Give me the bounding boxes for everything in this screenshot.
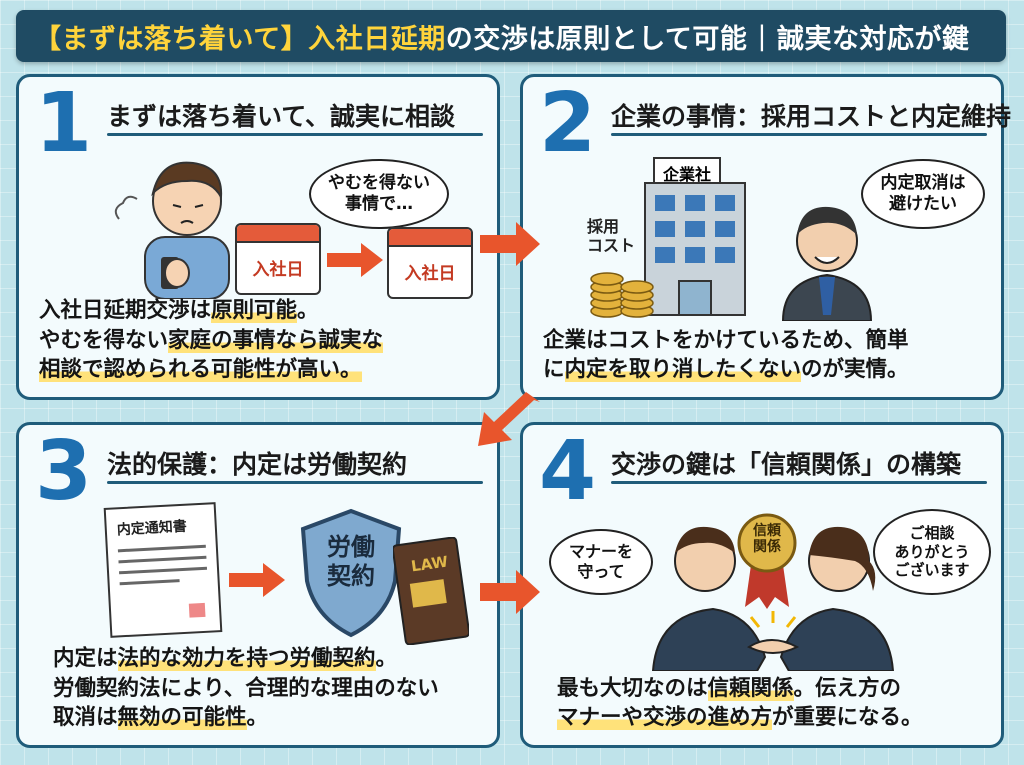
desc-text: のが実情。 xyxy=(801,357,909,383)
step-number: 4 xyxy=(539,424,597,519)
panel-title: 交渉の鍵は「信頼関係」の構築 xyxy=(611,450,962,479)
panel-step-1: 1 まずは落ち着いて、誠実に相談 やむを得ない 事情で… 入社日 入社日 入社日… xyxy=(16,74,500,400)
businessman-icon xyxy=(781,206,873,321)
office-building-icon xyxy=(644,182,746,316)
desc-text: 入社日延期交渉は xyxy=(39,298,212,324)
arrow-right-icon xyxy=(229,563,285,597)
calendar-to-label: 入社日 xyxy=(404,264,456,284)
banner-part2: 入社日延期 xyxy=(308,23,446,55)
calendar-to-icon: 入社日 xyxy=(387,227,473,299)
panel-title: 法的保護：内定は労働契約 xyxy=(107,450,408,479)
title-underline xyxy=(611,133,987,136)
panel-description: 入社日延期交渉は原則可能。 やむを得ない家庭の事情なら誠実な 相談で認められる可… xyxy=(39,296,483,385)
document-label: 内定通知書 xyxy=(116,518,188,539)
calendar-from-label: 入社日 xyxy=(252,260,304,280)
law-book-icon xyxy=(393,537,469,645)
arrow-step2-to-3-icon xyxy=(478,392,540,446)
panel-step-4: 4 交渉の鍵は「信頼関係」の構築 マナーを 守って 信頼 関係 ご相談 ありがと… xyxy=(520,422,1004,748)
desc-highlight: マナーや交渉の進め方 xyxy=(557,705,773,731)
calendar-from-icon: 入社日 xyxy=(235,223,321,295)
title-underline xyxy=(611,481,987,484)
desc-text: 取消は xyxy=(53,705,118,731)
desc-text: に xyxy=(543,357,565,383)
desc-text: 。 xyxy=(246,705,269,731)
step-number: 1 xyxy=(35,76,93,171)
desc-text: 。 xyxy=(297,298,319,324)
shield-icon xyxy=(300,508,402,638)
desc-text: 労働契約法により、合理的な理由のない xyxy=(53,675,439,701)
panel-description: 内定は法的な効力を持つ労働契約。 労働契約法により、合理的な理由のない 取消は無… xyxy=(53,644,483,733)
step-number: 3 xyxy=(35,424,93,519)
arrow-step1-to-2-icon xyxy=(480,222,540,266)
desc-highlight: 相談で認められる可能性が高い。 xyxy=(39,357,362,383)
coins-icon xyxy=(590,272,654,318)
desc-highlight: 無効の可能性 xyxy=(117,705,247,731)
panel-description: 企業はコストをかけているため、簡単 に内定を取り消したくないのが実情。 xyxy=(543,326,987,385)
speech-bubble-left: マナーを 守って xyxy=(549,529,653,595)
arrow-right-icon xyxy=(327,243,383,277)
speech-bubble-right: ご相談 ありがとう ございます xyxy=(873,509,991,595)
shield-label: 労働 契約 xyxy=(327,533,375,590)
step-number: 2 xyxy=(539,76,597,171)
worried-person-icon xyxy=(114,161,230,299)
desc-text: やむを得ない xyxy=(39,327,169,353)
desc-highlight: 内定を取り消したくない xyxy=(564,357,802,383)
panel-title: 企業の事情：採用コストと内定維持 xyxy=(611,102,1012,131)
panel-step-3: 3 法的保護：内定は労働契約 内定通知書 労働 契約 LAW 内定は法的な効力を… xyxy=(16,422,500,748)
medal-label: 信頼 関係 xyxy=(753,523,781,556)
desc-text: 内定は xyxy=(53,646,118,672)
desc-highlight: 家庭の事情なら誠実な xyxy=(168,327,384,353)
desc-text: 。 xyxy=(375,646,398,672)
offer-letter-icon: 内定通知書 xyxy=(103,502,223,638)
speech-bubble: 内定取消は 避けたい xyxy=(861,159,985,229)
panel-step-2: 2 企業の事情：採用コストと内定維持 企業社 採用 コスト 内定取消は 避けたい… xyxy=(520,74,1012,400)
cost-label: 採用 コスト xyxy=(587,217,636,256)
banner-separator: | xyxy=(757,20,768,52)
banner-part1: 【まずは落ち着いて】 xyxy=(34,23,309,55)
speech-bubble: やむを得ない 事情で… xyxy=(309,159,449,229)
desc-highlight: 原則可能 xyxy=(211,298,298,324)
header-banner: 【まずは落ち着いて】 入社日延期 の交渉は原則として可能 | 誠実な対応が鍵 xyxy=(16,10,1006,62)
desc-text: 。伝え方の xyxy=(793,675,902,701)
desc-text: 企業はコストをかけているため、簡単 xyxy=(543,327,909,353)
title-underline xyxy=(107,133,483,136)
desc-text: が重要になる。 xyxy=(772,705,923,731)
panel-description: 最も大切なのは信頼関係。伝え方の マナーや交渉の進め方が重要になる。 xyxy=(557,674,987,733)
banner-part3: の交渉は原則として可能 xyxy=(445,23,748,55)
desc-highlight: 信頼関係 xyxy=(707,675,794,701)
arrow-step3-to-4-icon xyxy=(480,570,540,614)
banner-part4: 誠実な対応が鍵 xyxy=(777,23,970,55)
panel-title: まずは落ち着いて、誠実に相談 xyxy=(107,102,456,131)
trust-medal-icon xyxy=(737,513,797,609)
desc-text: 最も大切なのは xyxy=(557,675,708,701)
title-underline xyxy=(107,481,483,484)
desc-highlight: 法的な効力を持つ労働契約 xyxy=(117,646,376,672)
handshake-people-icon xyxy=(651,526,895,671)
